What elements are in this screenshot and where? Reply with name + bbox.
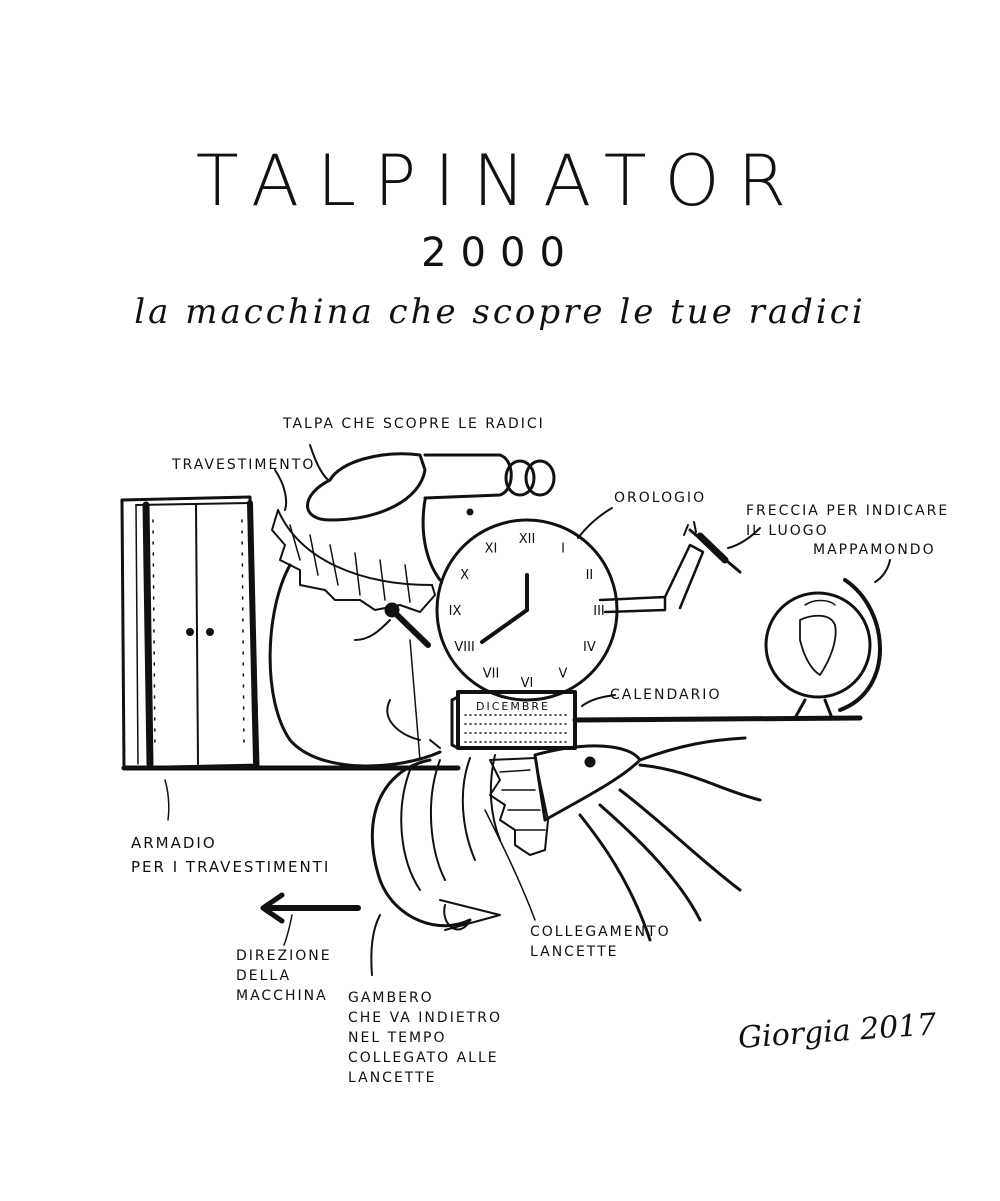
direction-arrow: [260, 892, 361, 924]
clock-numeral-xii: XII: [519, 532, 536, 547]
clock-numeral-iii: III: [593, 604, 605, 619]
collegamento-arrow: [484, 809, 536, 921]
label-orologio: OROLOGIO: [614, 490, 707, 506]
clock-numeral-vii: VII: [483, 666, 500, 681]
direzione-arrow: [283, 914, 293, 946]
globe: [764, 578, 882, 720]
label-armadio: ARMADIO PER I TRAVESTIMENTI: [131, 834, 331, 876]
freccia-arrow: [727, 527, 761, 549]
mole: [268, 452, 556, 768]
armadio-arrow: [164, 779, 170, 821]
label-calendario: CALENDARIO: [610, 687, 722, 703]
clock-numeral-vi: VI: [521, 676, 534, 691]
label-mappamondo: MAPPAMONDO: [813, 542, 936, 558]
label-travestimento: TRAVESTIMENTO: [172, 457, 316, 473]
label-gambero: GAMBERO CHE VA INDIETRO NEL TEMPO COLLEG…: [348, 990, 502, 1086]
shrimp: [370, 699, 762, 942]
clock-numeral-viii: VIII: [454, 640, 474, 655]
gambero-arrow: [370, 914, 381, 976]
label-collegamento: COLLEGAMENTO LANCETTE: [530, 924, 671, 960]
label-talpa: TALPA CHE SCOPRE LE RADICI: [283, 416, 545, 432]
shelf-line: [572, 715, 863, 723]
clock-numeral-i: I: [561, 542, 565, 557]
clock-numeral-v: V: [559, 666, 568, 681]
page-title: TALPINATOR: [195, 140, 805, 222]
clock-numeral-ix: IX: [449, 604, 462, 619]
label-dicembre: DICEMBRE: [476, 700, 550, 713]
clock-numeral-ii: II: [586, 568, 594, 583]
wardrobe: [120, 495, 260, 770]
pointer-arrow: [683, 521, 742, 574]
clock-numeral-iv: IV: [583, 640, 596, 655]
label-freccia: FRECCIA PER INDICARE IL LUOGO: [746, 503, 950, 539]
page-subtitle: la macchina che scopre le tue radici: [134, 292, 866, 332]
talpa-arrow: [309, 444, 329, 481]
clock: [435, 518, 705, 702]
travestimento-arrow: [274, 469, 288, 511]
orologio-arrow: [577, 507, 613, 539]
mappamondo-arrow: [874, 559, 891, 583]
clock-numeral-x: X: [460, 568, 469, 583]
clock-numeral-xi: XI: [485, 542, 498, 557]
page-year: 2000: [421, 230, 579, 276]
calendario-arrow: [581, 694, 616, 707]
label-direzione: DIREZIONE DELLA MACCHINA: [236, 948, 332, 1004]
